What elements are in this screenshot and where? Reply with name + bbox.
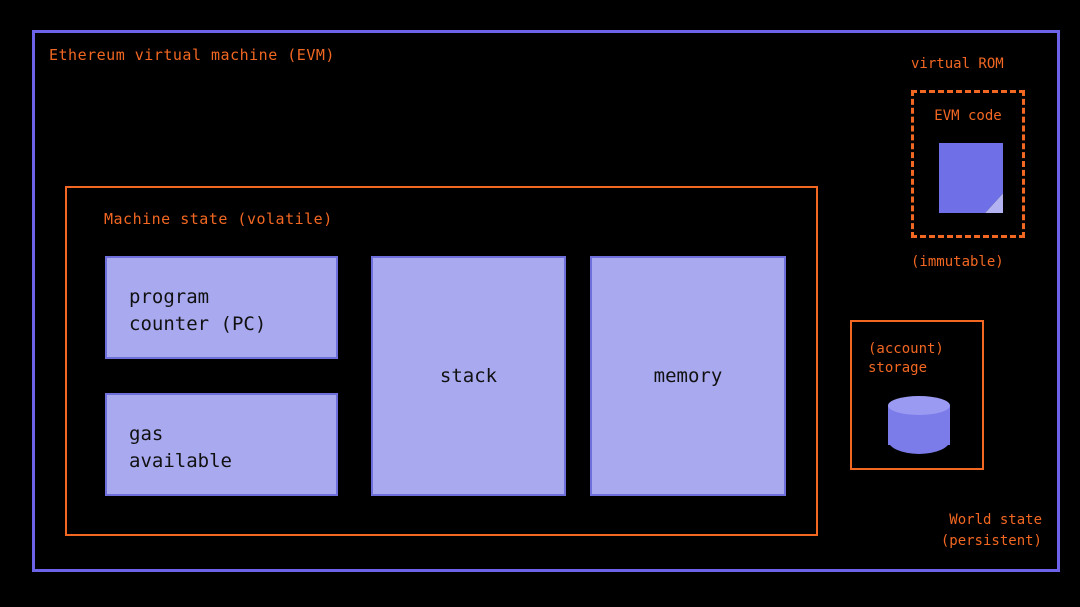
database-cylinder-bottom xyxy=(888,426,950,454)
machine-state-box xyxy=(65,186,818,536)
virtual-rom-box: EVM code xyxy=(911,90,1025,238)
evm-code-label: EVM code xyxy=(934,108,1002,124)
gas-available-card: gas available xyxy=(105,393,338,496)
stack-card: stack xyxy=(371,256,566,496)
memory-card: memory xyxy=(590,256,786,496)
world-state-note: World state (persistent) xyxy=(940,512,1042,549)
account-storage-box: (account) storage xyxy=(850,320,984,470)
account-storage-label: (account) storage xyxy=(868,341,944,376)
database-cylinder-icon xyxy=(888,396,950,454)
document-icon xyxy=(939,143,1003,213)
database-cylinder-top xyxy=(888,396,950,415)
document-icon-body xyxy=(939,143,1003,213)
evm-title: Ethereum virtual machine (EVM) xyxy=(49,46,335,64)
machine-state-title: Machine state (volatile) xyxy=(104,210,333,228)
program-counter-card: program counter (PC) xyxy=(105,256,338,359)
virtual-rom-label: virtual ROM xyxy=(911,56,1004,72)
evm-frame xyxy=(32,30,1060,572)
immutable-note: (immutable) xyxy=(911,254,1004,270)
